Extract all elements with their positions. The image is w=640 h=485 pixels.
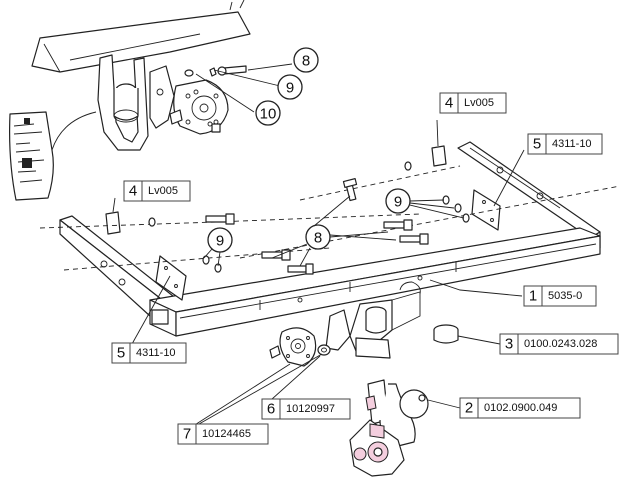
bolt xyxy=(399,233,429,245)
vehicle-underbody-inset xyxy=(9,0,293,201)
svg-text:1: 1 xyxy=(529,288,537,305)
svg-text:9: 9 xyxy=(216,233,224,250)
washer xyxy=(454,203,462,213)
svg-text:2: 2 xyxy=(465,400,473,417)
callout-5-4311-right: 5 4311-10 xyxy=(527,133,603,155)
svg-text:0102.0900.049: 0102.0900.049 xyxy=(484,402,557,414)
svg-text:6: 6 xyxy=(267,401,275,418)
svg-text:4311-10: 4311-10 xyxy=(136,347,176,359)
svg-text:10120997: 10120997 xyxy=(286,403,335,415)
callout-6-10120997: 6 10120997 xyxy=(261,398,351,420)
callout-circle-9-left: 9 xyxy=(207,227,233,253)
svg-text:Lv005: Lv005 xyxy=(464,97,494,109)
callout-7-10124465: 7 10124465 xyxy=(177,423,269,445)
svg-text:0100.0243.028: 0100.0243.028 xyxy=(524,338,597,350)
svg-text:10: 10 xyxy=(260,106,277,123)
svg-text:9: 9 xyxy=(394,194,402,211)
tow-ball-2 xyxy=(349,379,461,477)
svg-text:7: 7 xyxy=(183,426,191,443)
bolt xyxy=(205,213,235,225)
callout-5-4311-left: 5 4311-10 xyxy=(111,342,187,364)
blanking-cap-3 xyxy=(433,324,501,345)
svg-text:3: 3 xyxy=(505,336,513,353)
hitch-mount-bracket xyxy=(325,281,421,359)
svg-text:Lv005: Lv005 xyxy=(148,185,178,197)
callout-circle-9-right: 9 xyxy=(385,188,411,214)
bolt xyxy=(383,219,413,231)
bolt xyxy=(287,263,314,275)
callout-1-5035: 1 5035-0 xyxy=(523,285,597,307)
svg-text:4: 4 xyxy=(445,95,453,112)
plate-4-right xyxy=(431,145,447,167)
electrical-plate-6 xyxy=(269,327,317,367)
svg-text:9: 9 xyxy=(286,80,294,97)
svg-text:5: 5 xyxy=(533,136,541,153)
svg-text:5035-0: 5035-0 xyxy=(548,290,582,302)
bolt xyxy=(261,249,291,261)
callout-circle-10-top: 10 xyxy=(255,100,281,126)
svg-text:8: 8 xyxy=(314,230,322,247)
callout-circle-8-top: 8 xyxy=(293,47,319,73)
callout-3-blanking-cap: 3 0100.0243.028 xyxy=(499,333,619,355)
washer xyxy=(404,161,412,171)
bolt xyxy=(342,178,358,202)
svg-text:10124465: 10124465 xyxy=(202,428,251,440)
washer xyxy=(148,217,156,227)
callout-2-tow-ball: 2 0102.0900.049 xyxy=(459,397,581,419)
plate-7-nut xyxy=(317,344,331,356)
svg-text:4311-10: 4311-10 xyxy=(552,138,592,150)
main-crossbar xyxy=(59,141,601,337)
svg-text:8: 8 xyxy=(302,53,310,70)
callout-4-lv005-right: 4 Lv005 xyxy=(439,92,507,114)
callout-circle-8-mid: 8 xyxy=(305,224,331,250)
plate-4-left xyxy=(105,211,121,235)
plate-5-left xyxy=(155,255,187,301)
washer xyxy=(202,255,210,265)
plate-5-right xyxy=(471,189,501,231)
svg-text:4: 4 xyxy=(129,183,137,200)
callout-4-lv005-left: 4 Lv005 xyxy=(123,180,191,202)
callout-circle-9-top: 9 xyxy=(277,74,303,100)
svg-text:5: 5 xyxy=(117,345,125,362)
